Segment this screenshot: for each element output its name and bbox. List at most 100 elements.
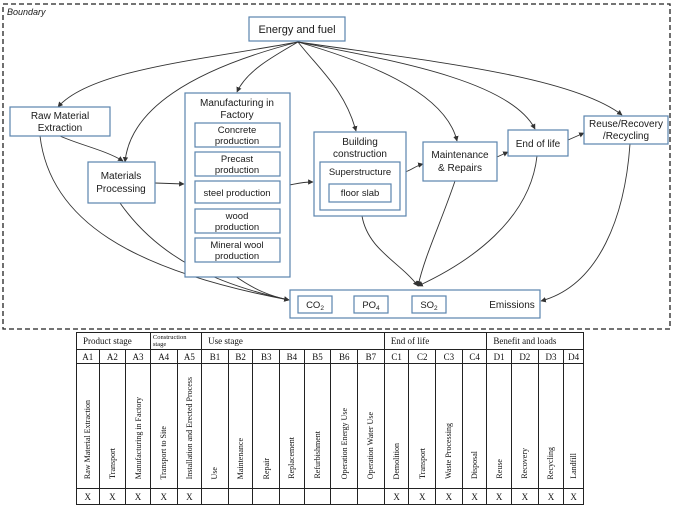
module-inclusion-mark: X bbox=[383, 488, 410, 505]
module-description-cell: Operation Water Use bbox=[357, 363, 385, 489]
module-description-cell: Landfill bbox=[563, 363, 584, 489]
module-inclusion-mark: X bbox=[98, 488, 127, 505]
module-code-cell: B3 bbox=[252, 349, 281, 364]
module-inclusion-mark bbox=[330, 488, 359, 505]
arrow-processing-to-manufacturing bbox=[154, 181, 185, 187]
stage-construction: Construction stage bbox=[149, 332, 203, 350]
module-inclusion-mark: X bbox=[149, 488, 178, 505]
module-description-text: Transport to Site bbox=[159, 425, 169, 480]
module-description-text: Transport bbox=[107, 448, 117, 479]
concrete-line-1: Concrete bbox=[218, 125, 257, 136]
concrete-line-2: production bbox=[215, 136, 259, 147]
arrow-manufacturing-to-emissions bbox=[234, 275, 290, 302]
module-code-cell: B1 bbox=[201, 349, 229, 364]
module-description-cell: Reuse bbox=[486, 363, 512, 489]
precast-line-2: production bbox=[215, 165, 259, 176]
manufacturing-title-line-1: Manufacturing in bbox=[200, 98, 274, 109]
module-description-cell: Maintenance bbox=[227, 363, 254, 489]
maintenance-line-1: Maintenance bbox=[431, 150, 489, 161]
module-description-cell: Transport bbox=[408, 363, 437, 489]
module-description-text: Reuse bbox=[494, 459, 504, 479]
precast-production-box bbox=[194, 151, 281, 177]
module-code-cell: A4 bbox=[149, 349, 178, 364]
arrow-energy-to-reuse bbox=[297, 41, 623, 116]
building-title-line-1: Building bbox=[342, 137, 378, 148]
arrow-end-of-life-to-reuse bbox=[567, 132, 585, 141]
arrow-building-to-maintenance bbox=[404, 162, 424, 173]
floor-slab-label: floor slab bbox=[341, 188, 380, 199]
flow-arrows bbox=[39, 41, 631, 303]
module-description-text: Use bbox=[210, 466, 220, 479]
co2-box bbox=[297, 295, 333, 314]
building-construction-box: Building construction Superstructure flo… bbox=[313, 131, 407, 217]
reuse-line-2: /Recycling bbox=[603, 131, 649, 142]
module-description-cell: Transport to Site bbox=[149, 363, 178, 489]
module-description-text: Recycling bbox=[546, 446, 556, 479]
mineral-wool-production-box bbox=[194, 237, 281, 263]
module-description-cell: Refurbishment bbox=[303, 363, 332, 489]
reuse-line-1: Reuse/Recovery bbox=[589, 119, 663, 130]
module-description-cell: Use bbox=[201, 363, 229, 489]
module-description-cell: Transport bbox=[98, 363, 127, 489]
module-description-cell: Installation and Erected Process bbox=[176, 363, 203, 489]
arrow-reuse-to-emissions bbox=[540, 143, 631, 303]
module-code-cell: D3 bbox=[537, 349, 565, 364]
arrow-energy-to-materials-processing bbox=[122, 41, 299, 163]
module-code-cell: B4 bbox=[279, 349, 305, 364]
po4-label: PO4 bbox=[362, 300, 380, 312]
module-description-cell: Raw Material Extraction bbox=[76, 363, 100, 489]
module-description-text: Demolition bbox=[392, 442, 402, 479]
arrow-energy-to-manufacturing bbox=[236, 41, 299, 93]
stage-product: Product stage bbox=[76, 332, 151, 350]
mineral-wool-line-1: Mineral wool bbox=[210, 240, 263, 251]
module-description-text: Disposal bbox=[470, 451, 480, 479]
reuse-recovery-recycling-box: Reuse/Recovery /Recycling bbox=[583, 115, 669, 145]
arrow-energy-to-maintenance bbox=[297, 41, 459, 142]
arrow-end-of-life-to-emissions bbox=[417, 155, 538, 287]
arrow-raw-to-processing bbox=[59, 135, 124, 162]
module-code-cell: A3 bbox=[125, 349, 151, 364]
emissions-label: Emissions bbox=[489, 300, 535, 311]
co2-label: CO2 bbox=[306, 300, 324, 312]
module-inclusion-mark bbox=[357, 488, 385, 505]
steel-production-box bbox=[194, 180, 281, 204]
energy-label: Energy and fuel bbox=[258, 24, 335, 36]
manufacturing-title-line-2: Factory bbox=[220, 110, 253, 121]
stage-benefit-and-loads: Benefit and loads bbox=[486, 332, 584, 350]
wood-line-2: production bbox=[215, 222, 259, 233]
module-code-cell: C2 bbox=[408, 349, 437, 364]
module-inclusion-mark: X bbox=[537, 488, 565, 505]
materials-processing-box: Materials Processing bbox=[87, 161, 156, 204]
end-of-life-box: End of life bbox=[507, 129, 569, 157]
module-code-cell: B6 bbox=[330, 349, 359, 364]
module-inclusion-mark: X bbox=[76, 488, 100, 505]
arrow-energy-to-end-of-life bbox=[297, 41, 536, 130]
wood-production-box bbox=[194, 208, 281, 234]
lifecycle-flow-diagram: Boundary Energy and fuel Raw Material bbox=[2, 3, 671, 330]
module-code-cell: A1 bbox=[76, 349, 100, 364]
manufacturing-in-factory-box: Manufacturing in Factory Concrete produc… bbox=[184, 92, 291, 278]
arrow-maintenance-to-end-of-life bbox=[496, 151, 509, 158]
module-inclusion-mark: X bbox=[563, 488, 584, 505]
stage-use: Use stage bbox=[201, 332, 385, 350]
maintenance-and-repairs-box: Maintenance & Repairs bbox=[422, 141, 498, 182]
stage-end-of-life: End of life bbox=[383, 332, 488, 350]
arrow-building-to-emissions bbox=[361, 215, 419, 287]
module-description-cell: Operation Energy Use bbox=[330, 363, 359, 489]
module-description-text: Maintenance bbox=[236, 437, 246, 479]
module-description-text: Operation Energy Use bbox=[339, 407, 349, 479]
stage-row: Product stage Construction stage Use sta… bbox=[76, 332, 584, 350]
maintenance-line-2: & Repairs bbox=[438, 163, 482, 174]
arrow-maintenance-to-emissions bbox=[416, 180, 456, 287]
module-code-cell: C4 bbox=[461, 349, 488, 364]
superstructure-label: Superstructure bbox=[329, 167, 391, 178]
module-inclusion-mark bbox=[252, 488, 281, 505]
module-code-cell: C1 bbox=[383, 349, 410, 364]
module-inclusion-mark: X bbox=[176, 488, 203, 505]
module-description-text: Recovery bbox=[520, 448, 530, 479]
building-title-line-2: construction bbox=[333, 149, 387, 160]
module-inclusion-mark bbox=[303, 488, 332, 505]
module-inclusion-mark bbox=[201, 488, 229, 505]
